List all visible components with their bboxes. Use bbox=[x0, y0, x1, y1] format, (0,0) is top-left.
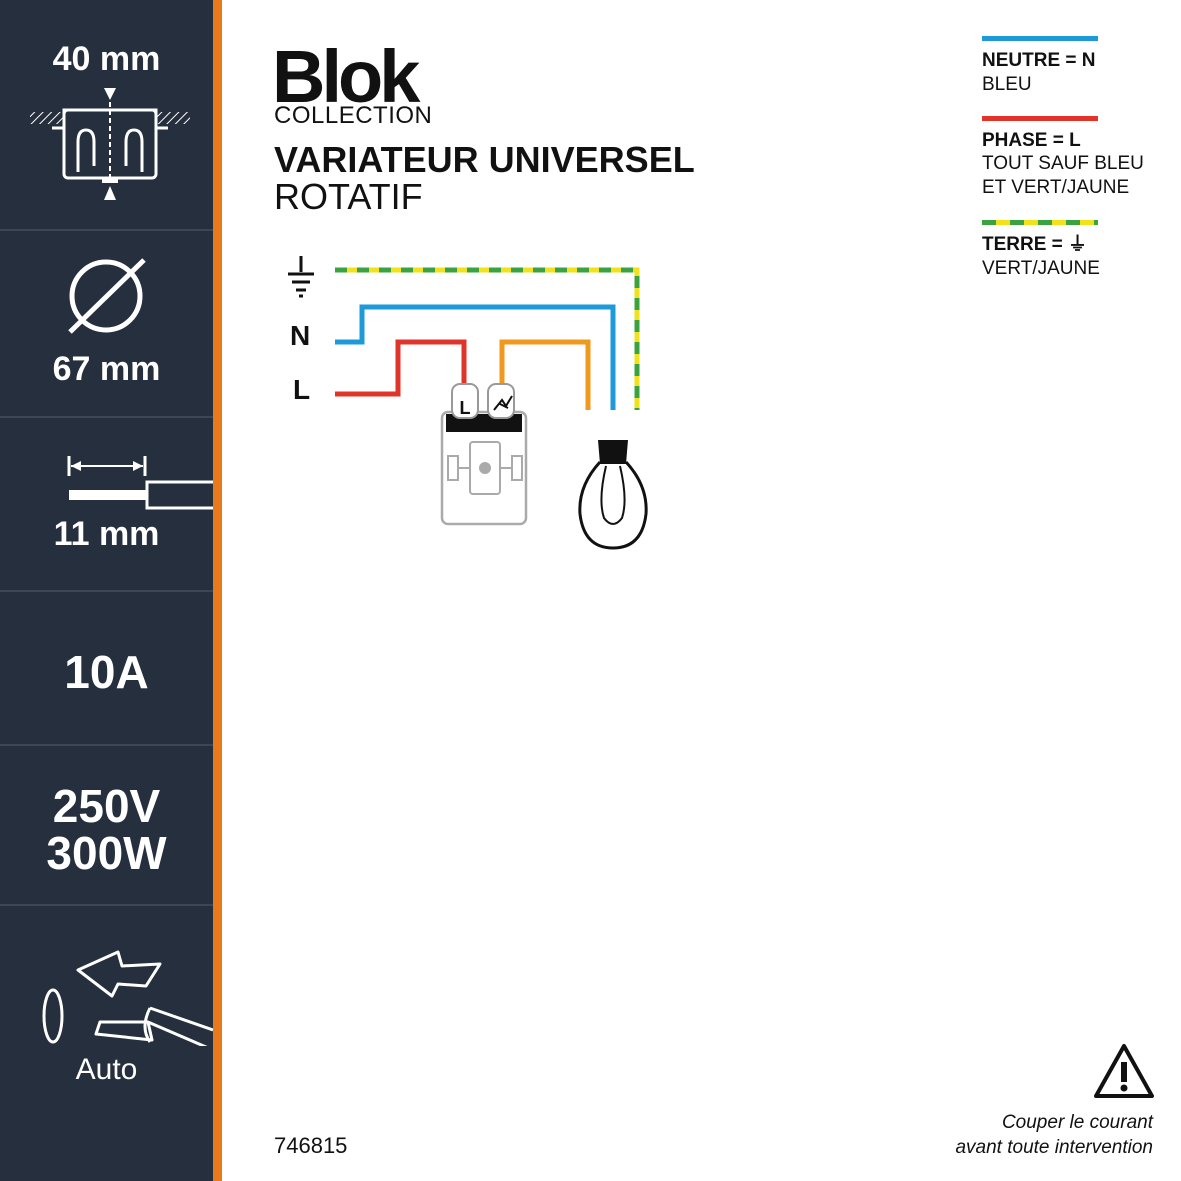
diameter-icon bbox=[68, 258, 146, 334]
box-depth-label: 40 mm bbox=[52, 40, 161, 78]
light-bulb-icon bbox=[578, 440, 648, 550]
current-rating: 10A bbox=[64, 646, 149, 698]
legend-phase-desc-2: ET VERT/JAUNE bbox=[982, 177, 1130, 198]
phase-color-swatch bbox=[982, 116, 1098, 121]
article-number: 746815 bbox=[274, 1133, 348, 1158]
flush-box-icon bbox=[30, 88, 190, 200]
spec-sidebar: 40 mm 67 mm 11 mm 10A bbox=[0, 0, 213, 1181]
wiring-diagram: L bbox=[288, 256, 648, 550]
legend-earth-desc: VERT/JAUNE bbox=[982, 258, 1100, 279]
legend-earth-title: TERRE = ⏚ bbox=[982, 234, 1088, 255]
warning-line-2: avant toute intervention bbox=[955, 1137, 1153, 1158]
dimmer-icon bbox=[440, 383, 528, 526]
power-rating: 300W bbox=[46, 827, 167, 879]
brand-logo: Blok bbox=[272, 35, 420, 118]
safety-warning: Couper le courant avant toute interventi… bbox=[955, 1110, 1153, 1160]
auto-terminal-icon bbox=[42, 950, 213, 1046]
earth-ground-icon bbox=[288, 256, 314, 298]
legend-phase-desc-1: TOUT SAUF BLEU bbox=[982, 153, 1144, 174]
strip-length-label: 11 mm bbox=[53, 515, 160, 553]
product-subtitle: ROTATIF bbox=[274, 176, 423, 217]
product-title: VARIATEUR UNIVERSEL bbox=[274, 139, 695, 180]
dimmer-terminal-label: L bbox=[460, 398, 471, 418]
auto-label: Auto bbox=[75, 1053, 138, 1086]
neutral-color-swatch bbox=[982, 36, 1098, 41]
legend-neutral-desc: BLEU bbox=[982, 74, 1032, 95]
earth-color-swatch bbox=[982, 220, 1098, 225]
wire-strip-icon bbox=[67, 456, 213, 510]
legend-neutral-title: NEUTRE = N bbox=[982, 50, 1096, 71]
voltage-rating: 250V bbox=[52, 780, 161, 832]
warning-icon bbox=[1094, 1044, 1154, 1098]
diameter-label: 67 mm bbox=[52, 350, 161, 388]
phase-wire-label: L bbox=[293, 374, 311, 405]
neutral-wire-label: N bbox=[290, 320, 311, 351]
brand-collection: COLLECTION bbox=[274, 102, 433, 129]
warning-line-1: Couper le courant bbox=[1001, 1112, 1153, 1133]
legend-phase-title: PHASE = L bbox=[982, 130, 1081, 151]
accent-bar bbox=[213, 0, 222, 1181]
